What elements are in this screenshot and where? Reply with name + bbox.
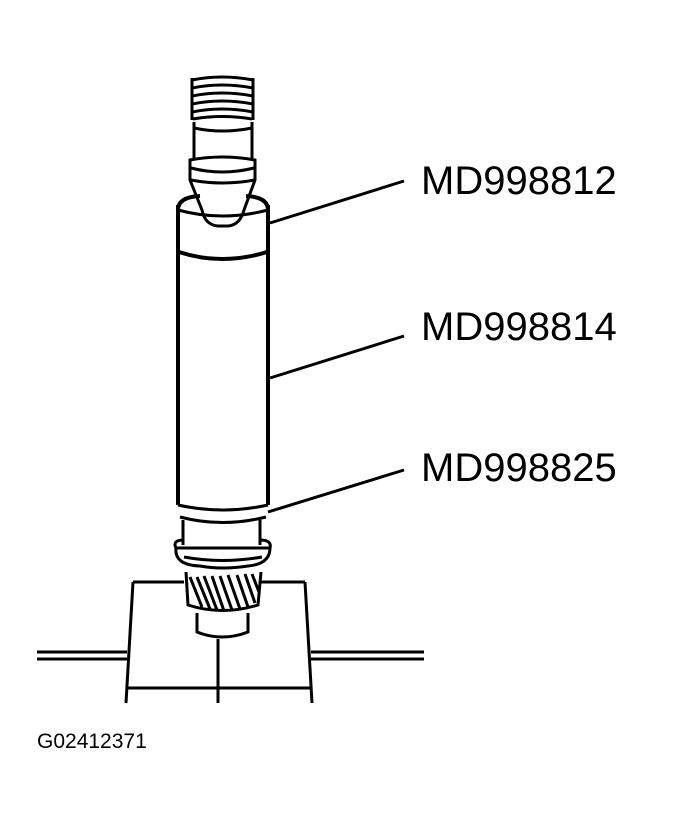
leader-line-md998814 <box>269 334 405 380</box>
tube-md998814 <box>176 205 270 524</box>
threaded-shaft <box>190 75 255 158</box>
label-md998825: MD998825 <box>421 446 617 490</box>
leader-lines <box>267 179 405 514</box>
pinion-gear <box>184 571 263 639</box>
leader-line-md998825 <box>267 468 405 514</box>
housing-block <box>37 580 424 704</box>
label-md998814: MD998814 <box>421 305 617 349</box>
adapter-md998825 <box>173 520 272 570</box>
leader-line-md998812 <box>269 179 405 225</box>
label-md998812: MD998812 <box>421 159 617 203</box>
collar-cone <box>188 155 257 228</box>
figure-id-caption: G02412371 <box>37 730 147 753</box>
